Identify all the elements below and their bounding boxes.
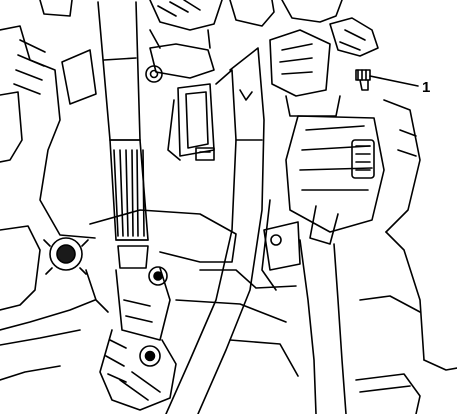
- lower-floor-structure: [175, 269, 421, 377]
- upper-left-mount: [61, 49, 163, 105]
- upper-component-cluster: [39, 0, 379, 79]
- pedal-position-sensor-assembly: [261, 29, 385, 291]
- left-dash-panel: [0, 25, 96, 381]
- pedal-arm-right: [299, 239, 421, 414]
- lower-left-bolt: [43, 209, 237, 313]
- fastener-1: [355, 69, 371, 91]
- steering-column-shaft: [97, 1, 149, 269]
- intermediate-shaft-joint: [99, 266, 177, 411]
- callout-1-label: 1: [422, 79, 430, 96]
- right-side-structure: [383, 99, 457, 371]
- center-bracket: [167, 83, 215, 161]
- callout-1-leader: [369, 75, 419, 87]
- pedal-arm-left: [165, 47, 265, 414]
